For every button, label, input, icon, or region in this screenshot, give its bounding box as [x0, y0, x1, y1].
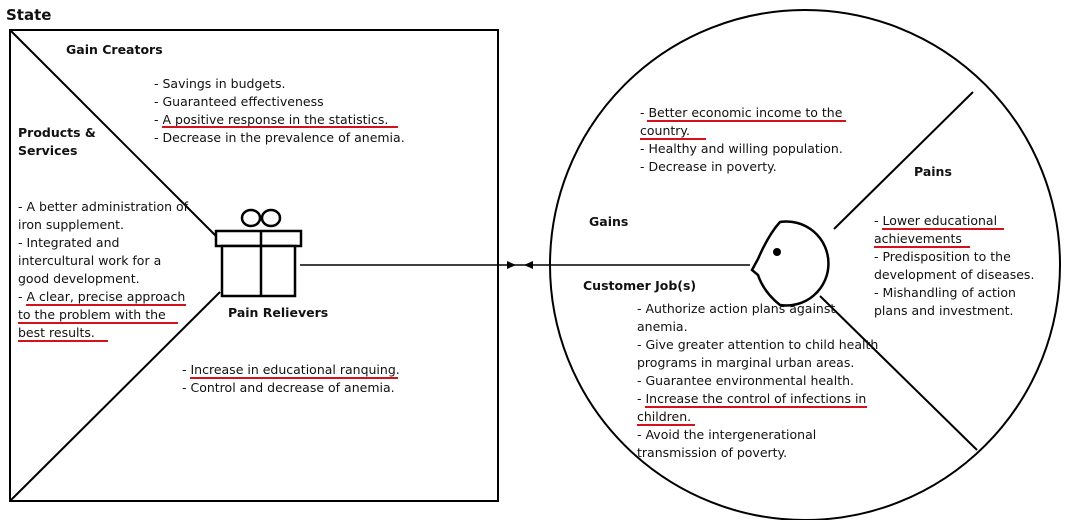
value-map-divider-top	[9, 29, 221, 241]
pain-relievers-item: - Increase in educational ranquing.	[182, 362, 400, 377]
gains-line: - Decrease in poverty.	[640, 159, 777, 174]
pain-relievers-item: - Control and decrease of anemia.	[182, 380, 395, 395]
gain-creators-item: - A positive response in the statistics.	[154, 112, 389, 127]
customer-profile-divider-bottom	[819, 295, 978, 451]
gain-creators-item: - Savings in budgets.	[154, 76, 286, 91]
customer-jobs-line: - Increase the control of infections in	[637, 391, 867, 406]
customer-jobs-line: - Give greater attention to child health	[637, 337, 879, 352]
highlight-underline	[18, 340, 108, 342]
arrow-head-right	[507, 261, 516, 269]
highlight-underline	[640, 138, 706, 140]
highlight-underline	[637, 424, 695, 426]
pains-line: - Predisposition to the	[874, 249, 1011, 264]
customer-jobs-line: programs in marginal urban areas.	[637, 355, 855, 370]
highlight-underline	[26, 304, 186, 306]
customer-jobs-line: - Guarantee environmental health.	[637, 373, 854, 388]
pain-relievers-heading: Pain Relievers	[228, 305, 329, 320]
products-services-line: - A better administration of	[18, 199, 189, 214]
value-map-divider-bottom	[9, 291, 221, 502]
products-services-line: to the problem with the	[18, 307, 166, 322]
products-services-line: iron supplement.	[18, 217, 125, 232]
highlight-underline	[882, 228, 1004, 230]
pains-line: achievements	[874, 231, 962, 246]
customer-jobs-line: children.	[637, 409, 692, 424]
pains-line: plans and investment.	[874, 303, 1014, 318]
arrow-head-left	[524, 261, 533, 269]
products-services-line: intercultural work for a	[18, 253, 162, 268]
gains-line: country.	[640, 123, 690, 138]
customer-jobs-line: transmission of poverty.	[637, 445, 788, 460]
pains-line: - Lower educational	[874, 213, 998, 228]
customer-face-icon	[750, 220, 830, 307]
gains-heading: Gains	[589, 214, 629, 229]
products-services-line: - Integrated and	[18, 235, 120, 250]
products-services-line: - A clear, precise approach	[18, 289, 186, 304]
gains-line: - Better economic income to the	[640, 105, 843, 120]
products-services-line: best results.	[18, 325, 95, 340]
gain-creators-heading: Gain Creators	[66, 42, 163, 57]
gift-icon	[214, 208, 303, 298]
pains-line: - Mishandling of action	[874, 285, 1016, 300]
highlight-underline	[874, 246, 970, 248]
highlight-underline	[18, 322, 178, 324]
products-services-heading: Products &	[18, 125, 96, 140]
gain-creators-item: - Guaranteed effectiveness	[154, 94, 324, 109]
highlight-underline	[190, 377, 398, 379]
pains-line: development of diseases.	[874, 267, 1035, 282]
customer-jobs-line: - Authorize action plans against	[637, 301, 836, 316]
gains-line: - Healthy and willing population.	[640, 141, 843, 156]
highlight-underline	[647, 120, 846, 122]
customer-jobs-line: - Avoid the intergenerational	[637, 427, 817, 442]
highlight-underline	[162, 126, 398, 128]
highlight-underline	[645, 406, 867, 408]
customer-jobs-line: anemia.	[637, 319, 688, 334]
page-title: State	[6, 6, 52, 24]
products-services-line: good development.	[18, 271, 140, 286]
customer-jobs-heading: Customer Job(s)	[583, 278, 697, 293]
products-services-heading: Services	[18, 143, 78, 158]
gain-creators-item: - Decrease in the prevalence of anemia.	[154, 130, 405, 145]
pains-heading: Pains	[914, 164, 952, 179]
customer-profile-divider-top	[833, 91, 974, 230]
